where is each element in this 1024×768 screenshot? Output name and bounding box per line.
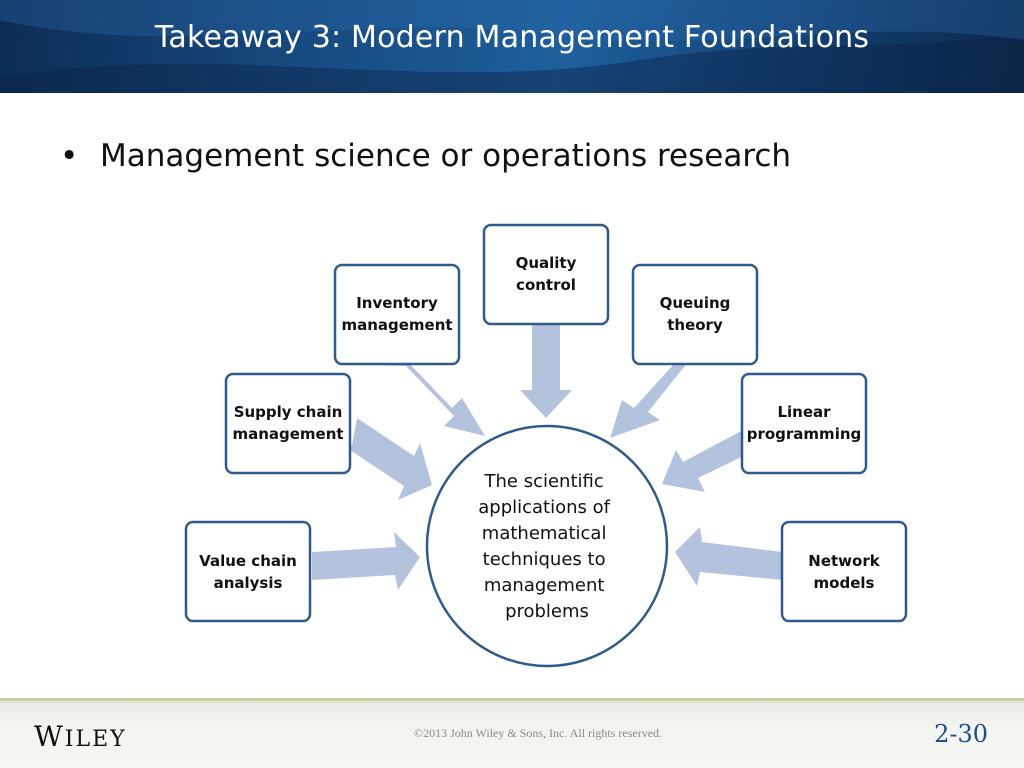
node-label: Value chain — [199, 552, 297, 570]
node-inventory-management: Inventory management — [333, 263, 461, 366]
bullet-item: • Management science or operations resear… — [60, 138, 791, 174]
node-label: theory — [667, 316, 723, 334]
arrow-quality-control — [520, 325, 572, 418]
copyright-text: ©2013 John Wiley & Sons, Inc. All rights… — [413, 726, 663, 740]
slide-header: Takeaway 3: Modern Management Foundation… — [0, 0, 1024, 93]
arrow-value-chain — [312, 532, 420, 590]
node-quality-control: Quality control — [482, 223, 610, 326]
node-queuing-theory: Queuing theory — [631, 263, 759, 366]
node-label: programming — [747, 425, 862, 443]
arrow-linear-programming — [662, 425, 752, 492]
node-supply-chain-management: Supply chain management — [224, 372, 352, 475]
management-science-diagram: The scientific applications of mathemati… — [184, 223, 908, 668]
node-label: Supply chain — [234, 403, 343, 421]
node-label: Queuing — [660, 294, 731, 312]
node-label: Network — [808, 552, 880, 570]
bullet-symbol: • — [60, 138, 79, 174]
center-line: mathematical — [482, 523, 607, 544]
wiley-logo: WILEY — [34, 720, 127, 753]
logo-rest: ILEY — [64, 727, 127, 752]
center-line: problems — [505, 601, 589, 622]
page-number: 2-30 — [934, 720, 988, 748]
node-label: analysis — [214, 574, 283, 592]
arrow-inventory-management — [374, 358, 485, 436]
node-label: models — [814, 574, 875, 592]
center-line: The scientific — [484, 471, 604, 492]
node-network-models: Network models — [780, 520, 908, 623]
node-linear-programming: Linear programming — [740, 372, 868, 475]
footer-divider-thin — [0, 702, 1024, 703]
node-label: management — [341, 316, 452, 334]
node-label: Inventory — [356, 294, 438, 312]
arrow-supply-chain — [350, 418, 432, 500]
center-circle — [425, 424, 669, 668]
center-line: applications of — [478, 497, 610, 518]
header-background-swoosh — [0, 0, 1024, 93]
center-text: The scientific applications of mathemati… — [478, 471, 615, 622]
slide-title: Takeaway 3: Modern Management Foundation… — [154, 20, 870, 55]
diagram-arrows — [312, 325, 782, 590]
arrow-queuing-theory — [610, 362, 688, 438]
bullet-text: Management science or operations researc… — [100, 138, 792, 174]
center-line: techniques to — [483, 549, 606, 570]
center-line: management — [484, 575, 605, 596]
node-value-chain-analysis: Value chain analysis — [184, 520, 312, 623]
node-label: control — [516, 276, 576, 294]
node-label: management — [232, 425, 343, 443]
slide-footer: WILEY ©2013 John Wiley & Sons, Inc. All … — [0, 698, 1024, 768]
arrow-network-models — [675, 527, 782, 586]
node-label: Quality — [516, 254, 577, 272]
node-label: Linear — [777, 403, 831, 421]
logo-first-letter: W — [34, 720, 65, 753]
footer-divider — [0, 698, 1024, 701]
